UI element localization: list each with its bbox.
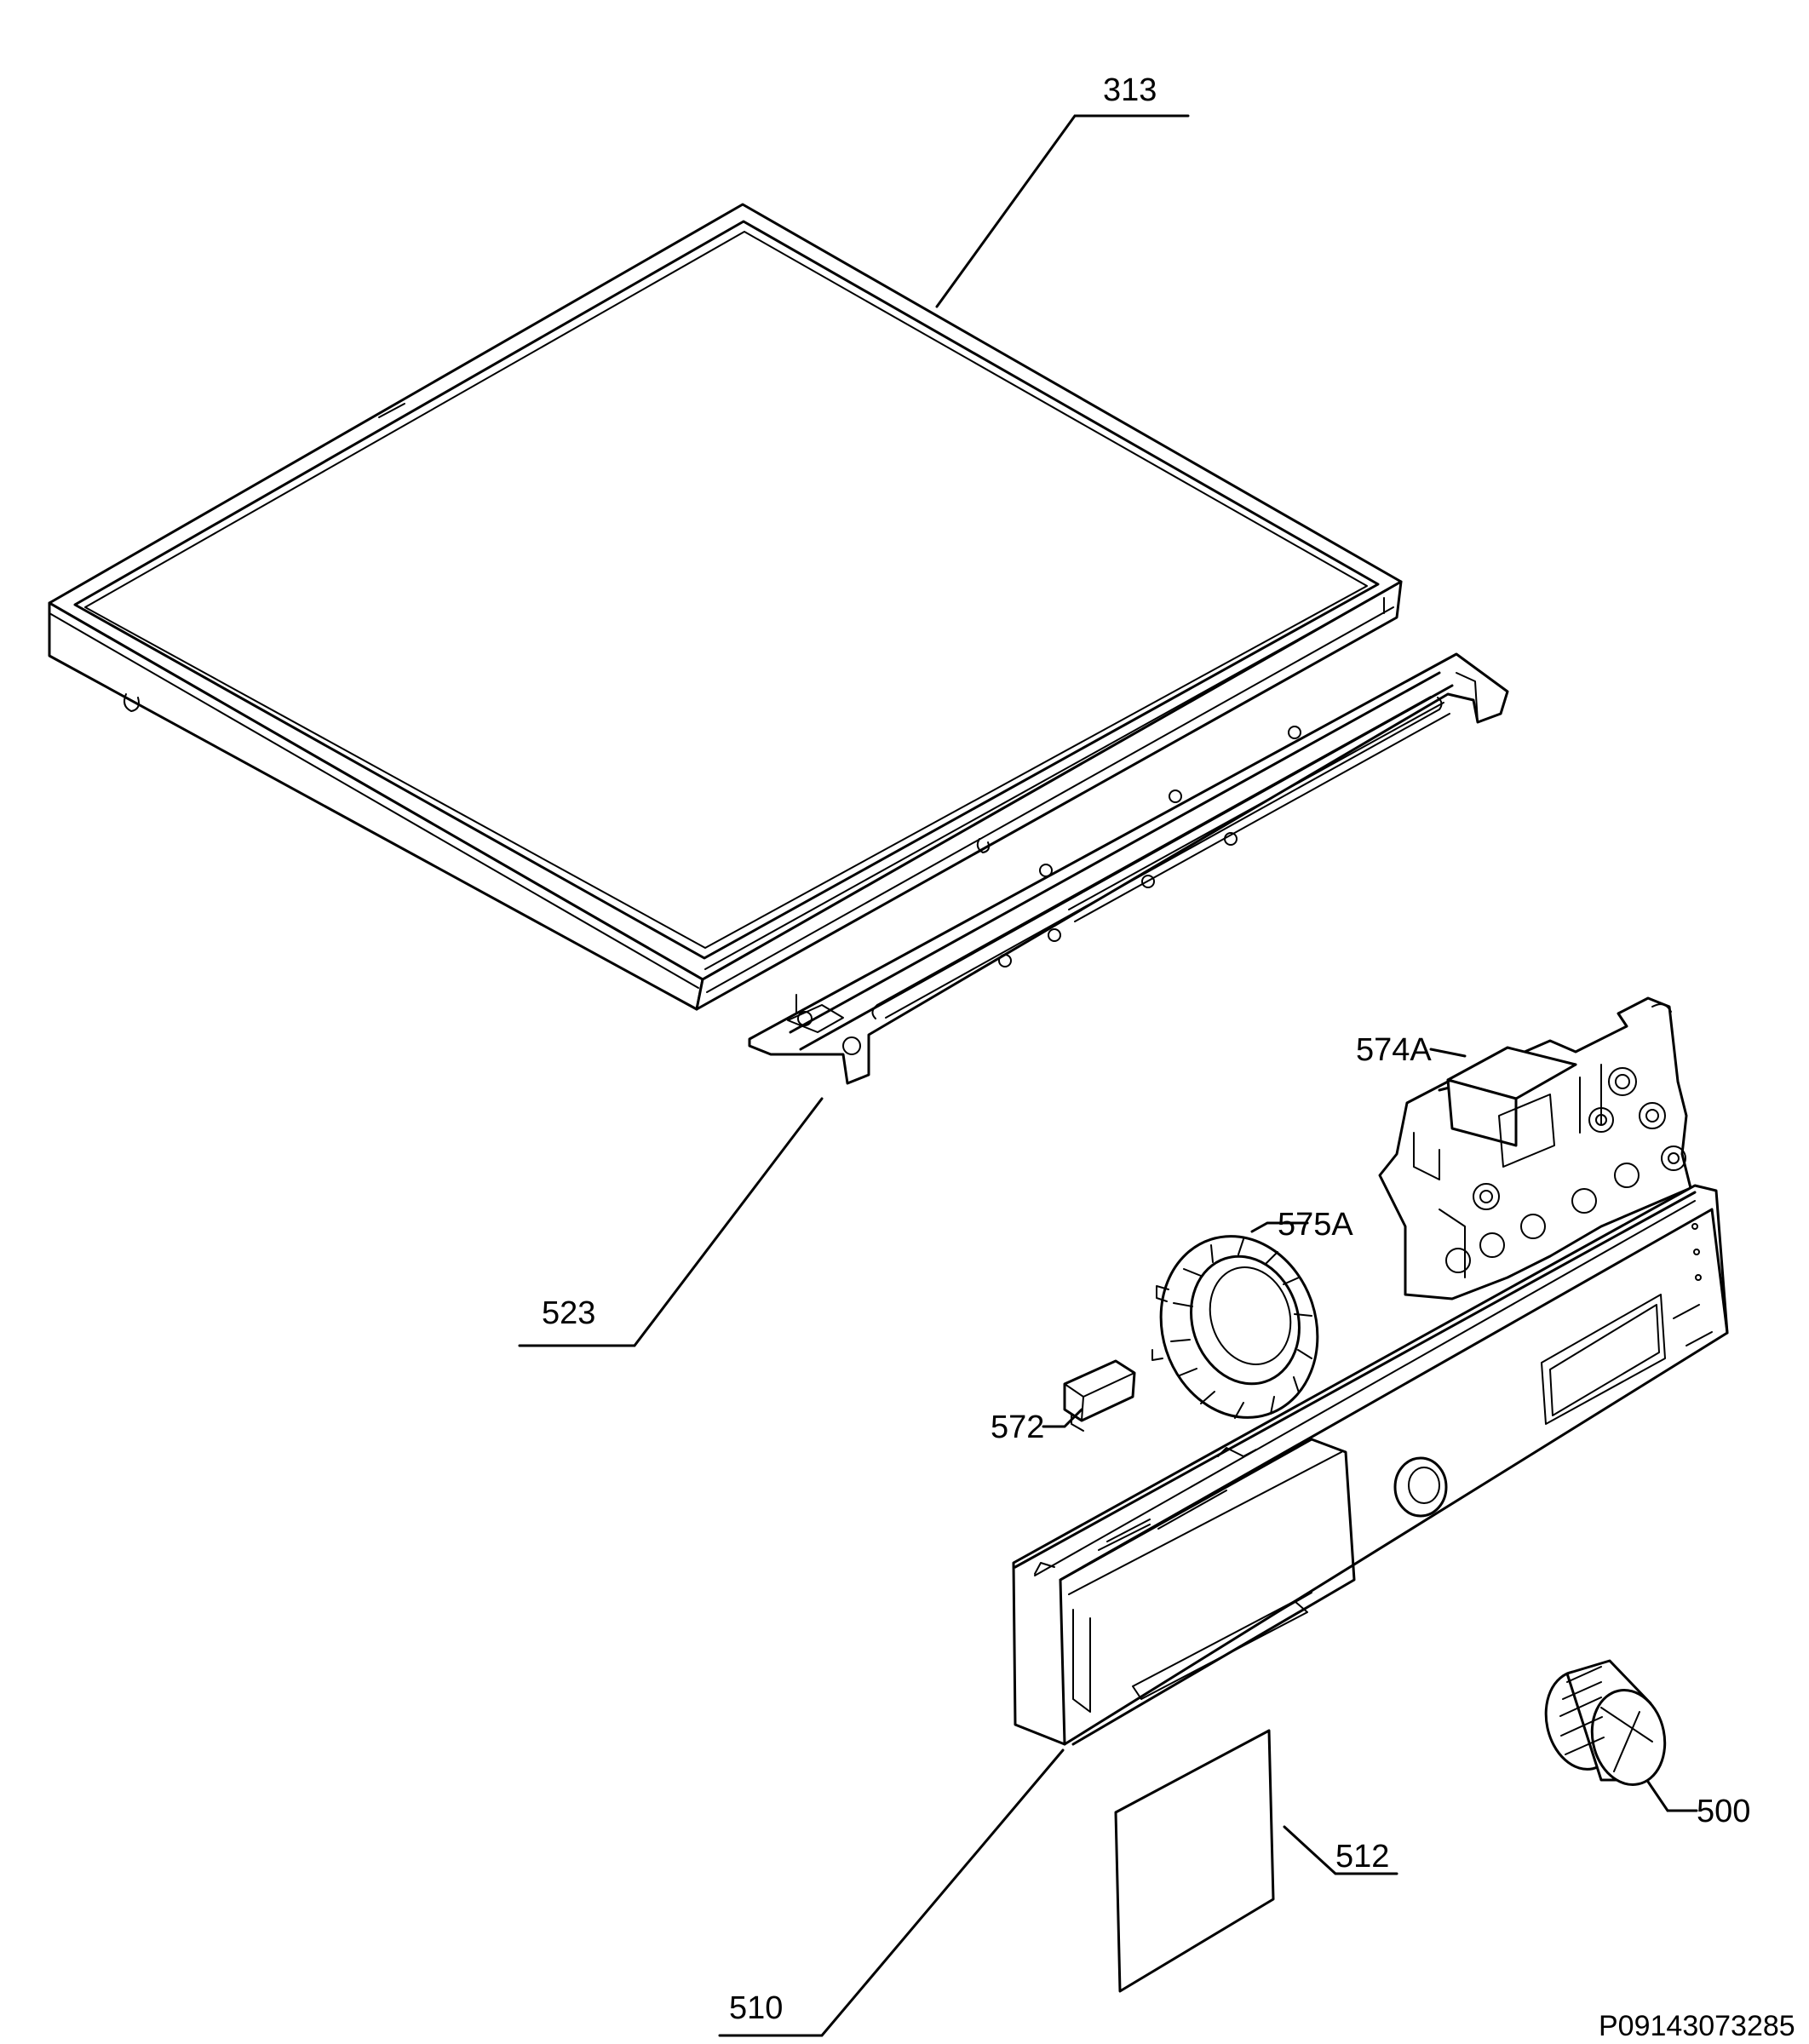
leader-512 — [1283, 1825, 1398, 1875]
label-313: 313 — [1103, 72, 1157, 108]
leader-575A — [1250, 1221, 1309, 1233]
label-510: 510 — [729, 1990, 783, 2026]
leader-572 — [1042, 1408, 1083, 1428]
knob-500[interactable] — [1537, 1659, 1674, 1792]
label-sheet-512[interactable] — [1114, 1729, 1275, 1993]
selector-ring-575A[interactable] — [1138, 1215, 1341, 1438]
leader-lines — [518, 114, 1698, 2037]
leader-500 — [1646, 1780, 1698, 1812]
part-labels: 313 523 574A 575A 572 510 512 500 — [542, 72, 1750, 2026]
label-523: 523 — [542, 1295, 595, 1331]
control-panel-510[interactable] — [1012, 1184, 1729, 1746]
top-cover-313[interactable] — [48, 203, 1403, 1011]
label-500: 500 — [1697, 1794, 1750, 1829]
leader-523 — [518, 1097, 824, 1347]
label-572: 572 — [991, 1410, 1044, 1445]
drawing-code: P09143073285 — [1599, 2010, 1795, 2042]
push-button-572[interactable] — [1063, 1359, 1136, 1432]
leader-510 — [718, 1748, 1065, 2037]
label-575A: 575A — [1278, 1207, 1353, 1243]
leader-313 — [935, 114, 1190, 308]
control-module-574A[interactable] — [1378, 996, 1692, 1300]
crossbar-bracket-523[interactable] — [748, 652, 1509, 1085]
leader-574A — [1429, 1048, 1467, 1058]
label-512: 512 — [1335, 1839, 1389, 1875]
label-574A: 574A — [1356, 1032, 1432, 1068]
